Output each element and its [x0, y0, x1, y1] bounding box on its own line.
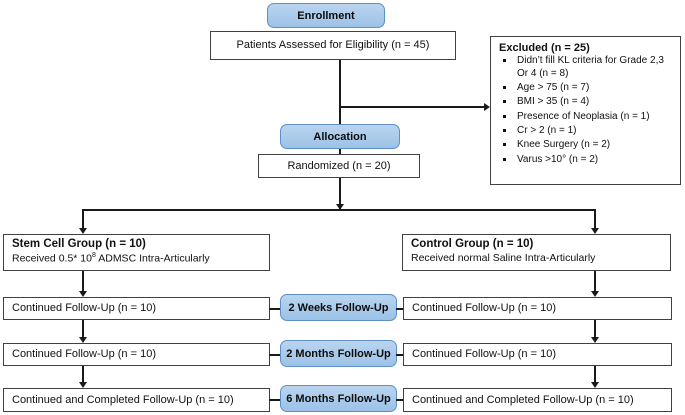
- arrow-down-icon: [79, 291, 87, 297]
- assessed-box: Patients Assessed for Eligibility (n = 4…: [210, 31, 456, 60]
- arrow-down-icon: [591, 382, 599, 388]
- connector-line: [83, 209, 596, 211]
- followup-left-box-2-weeks: Continued Follow-Up (n = 10): [3, 297, 270, 320]
- excluded-item: Knee Surgery (n = 2): [515, 139, 674, 152]
- stem-cell-group-subtitle: Received 0.5* 108 ADMSC Intra-Articularl…: [12, 251, 210, 265]
- excluded-item: BMI > 35 (n = 4): [515, 96, 674, 109]
- connector-line: [82, 366, 84, 383]
- arrow-down-icon: [79, 382, 87, 388]
- followup-left-box-2-months: Continued Follow-Up (n = 10): [3, 343, 270, 366]
- connector-line: [594, 271, 596, 292]
- connector-line: [396, 399, 404, 401]
- excluded-box: Excluded (n = 25) Didn’t fill KL criteri…: [490, 36, 681, 185]
- followup-right-box-2-weeks: Continued Follow-Up (n = 10): [403, 297, 672, 320]
- control-group-subtitle: Received normal Saline Intra-Articularly: [411, 251, 596, 264]
- followup-left-box-6-months: Continued and Completed Follow-Up (n = 1…: [3, 388, 270, 412]
- excluded-title: Excluded (n = 25): [499, 42, 590, 54]
- excluded-item: Cr > 2 (n = 1): [515, 125, 674, 138]
- followup-right-box-6-months: Continued and Completed Follow-Up (n = 1…: [403, 388, 672, 412]
- allocation-stage-box: Allocation: [280, 124, 400, 149]
- connector-line: [269, 399, 281, 401]
- connector-line: [594, 320, 596, 338]
- randomized-box: Randomized (n = 20): [258, 154, 420, 178]
- control-group-box: Control Group (n = 10) Received normal S…: [402, 234, 671, 271]
- control-group-title: Control Group (n = 10): [411, 238, 534, 250]
- connector-line: [82, 320, 84, 338]
- milestone-2-months: 2 Months Follow-Up: [280, 340, 397, 367]
- arrow-down-icon: [591, 337, 599, 343]
- arrow-down-icon: [591, 291, 599, 297]
- connector-line: [594, 366, 596, 383]
- connector-line: [269, 354, 281, 356]
- arrow-down-icon: [79, 337, 87, 343]
- connector-line: [339, 149, 341, 155]
- connector-line: [82, 271, 84, 292]
- connector-line: [594, 209, 596, 229]
- connector-line: [339, 178, 341, 209]
- arrow-down-icon: [79, 228, 87, 234]
- stem-cell-group-title: Stem Cell Group (n = 10): [12, 238, 146, 250]
- excluded-item: Didn’t fill KL criteria for Grade 2,3 Or…: [515, 55, 674, 81]
- arrow-right-icon: [484, 103, 490, 111]
- stem-cell-group-box: Stem Cell Group (n = 10) Received 0.5* 1…: [3, 234, 270, 271]
- connector-line: [339, 60, 341, 125]
- excluded-item: Presence of Neoplasia (n = 1): [515, 111, 674, 124]
- excluded-item: Varus >10° (n = 2): [515, 154, 674, 167]
- excluded-list: Didn’t fill KL criteria for Grade 2,3 Or…: [515, 55, 674, 166]
- milestone-2-weeks: 2 Weeks Follow-Up: [280, 294, 397, 321]
- enrollment-stage-box: Enrollment: [267, 3, 385, 28]
- connector-line: [82, 209, 84, 229]
- arrow-down-icon: [591, 228, 599, 234]
- connector-line: [396, 308, 404, 310]
- followup-right-box-2-months: Continued Follow-Up (n = 10): [403, 343, 672, 366]
- excluded-item: Age > 75 (n = 7): [515, 82, 674, 95]
- connector-line: [340, 106, 485, 108]
- arrow-down-icon: [336, 204, 344, 210]
- connector-line: [269, 308, 281, 310]
- connector-line: [396, 354, 404, 356]
- milestone-6-months: 6 Months Follow-Up: [280, 385, 397, 412]
